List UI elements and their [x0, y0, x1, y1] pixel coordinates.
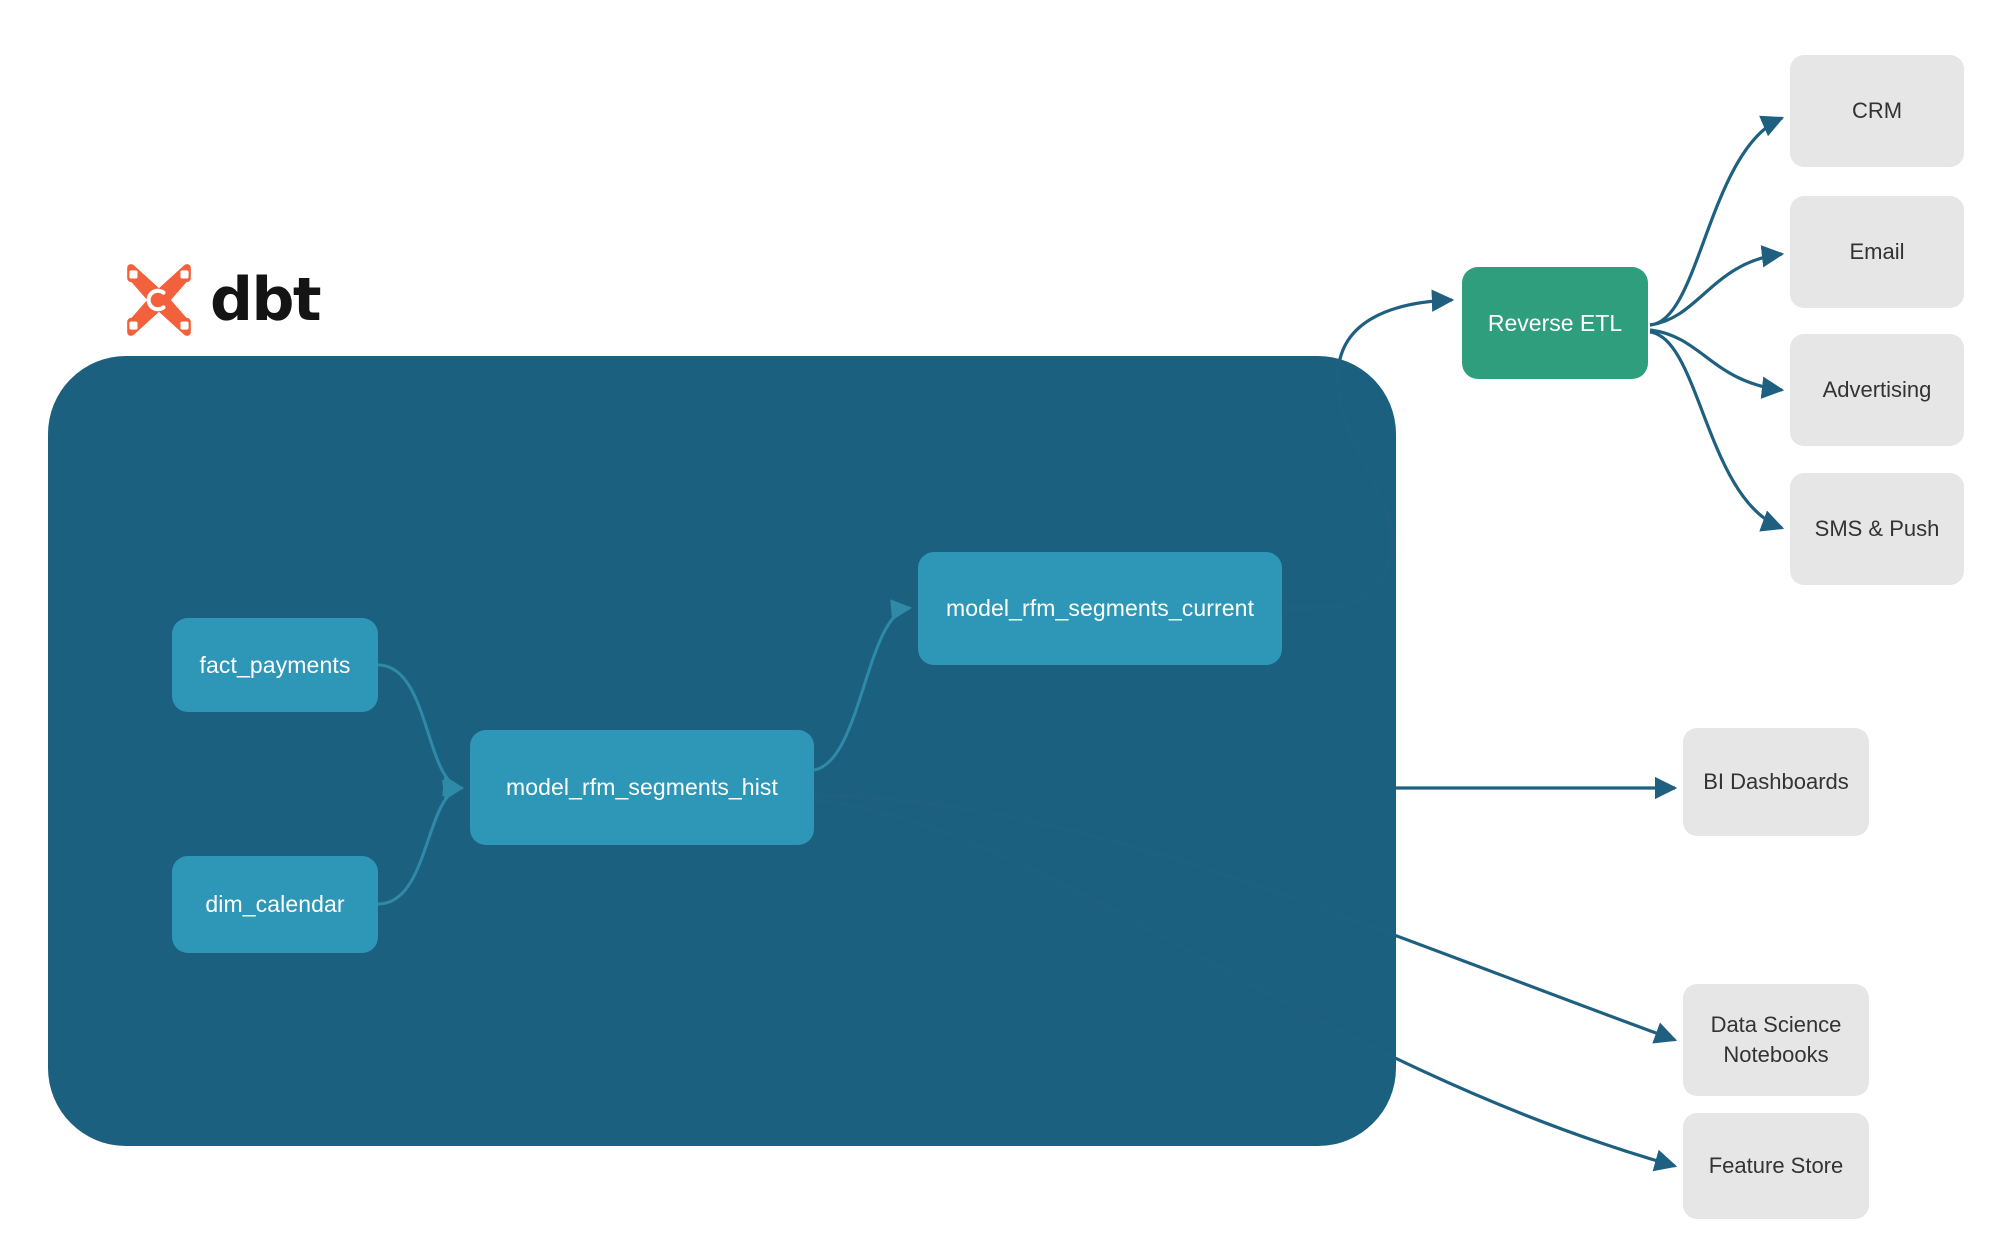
node-label: Feature Store	[1708, 1153, 1844, 1179]
model-node-fact-payments[interactable]: fact_payments	[172, 618, 378, 712]
node-label: BI Dashboards	[1703, 769, 1849, 795]
node-label: SMS & Push	[1814, 516, 1940, 542]
node-label: Email	[1849, 239, 1905, 265]
node-label: fact_payments	[199, 651, 351, 678]
edge-reverse-etl-to-sms-push	[1649, 330, 1785, 532]
node-label: model_rfm_segments_current	[945, 595, 1255, 621]
destination-node-crm[interactable]: CRM	[1790, 55, 1964, 167]
edge-reverse-etl-to-crm	[1649, 115, 1785, 327]
consumer-node-data-science-notebooks[interactable]: Data Science Notebooks	[1683, 984, 1869, 1096]
destination-node-advertising[interactable]: Advertising	[1790, 334, 1964, 446]
node-label: Reverse ETL	[1487, 309, 1623, 336]
model-node-model-rfm-segments-hist[interactable]: model_rfm_segments_hist	[470, 730, 814, 845]
dbt-logo-mark	[127, 264, 191, 336]
node-label: dim_calendar	[205, 891, 345, 917]
node-reverse-etl[interactable]: Reverse ETL	[1462, 267, 1648, 379]
node-label: Data Science Notebooks	[1711, 1010, 1842, 1069]
consumer-node-feature-store[interactable]: Feature Store	[1683, 1113, 1869, 1219]
model-node-model-rfm-segments-current[interactable]: model_rfm_segments_current	[918, 552, 1282, 665]
node-label-line-2: Notebooks	[1723, 1042, 1829, 1067]
destination-node-sms-push[interactable]: SMS & Push	[1790, 473, 1964, 585]
edge-reverse-etl-to-email	[1649, 245, 1785, 327]
consumer-node-bi-dashboards[interactable]: BI Dashboards	[1683, 728, 1869, 836]
model-node-dim-calendar[interactable]: dim_calendar	[172, 856, 378, 953]
dbt-logo: dbt	[122, 258, 322, 342]
node-label: Advertising	[1822, 377, 1932, 403]
dbt-wordmark: dbt	[210, 265, 322, 335]
destination-node-email[interactable]: Email	[1790, 196, 1964, 308]
edge-reverse-etl-to-advertising	[1649, 328, 1785, 399]
node-label: model_rfm_segments_hist	[505, 774, 779, 800]
node-label: CRM	[1851, 98, 1903, 124]
node-label-line-1: Data Science	[1710, 1012, 1842, 1038]
